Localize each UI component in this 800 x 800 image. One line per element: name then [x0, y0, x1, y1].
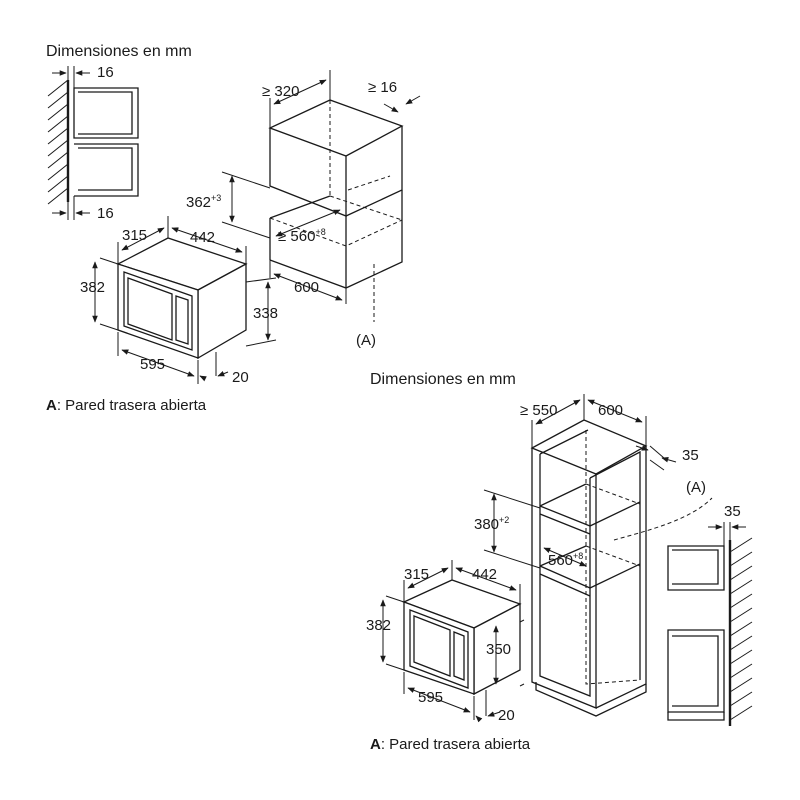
- tall-column-cabinet: [483, 394, 713, 717]
- microwave-top: [92, 216, 277, 384]
- bottom-mw-height-front: 382: [366, 617, 392, 634]
- top-wall-gap-bottom: 16: [97, 205, 114, 222]
- top-cabinet-width: 600: [294, 279, 320, 296]
- bottom-wall-gap: 35: [724, 503, 741, 520]
- top-mw-height-front: 382: [80, 279, 106, 296]
- bottom-mw-depth-outer: 315: [404, 566, 430, 583]
- wall-side-view-top: [47, 66, 139, 220]
- top-niche-height: 362+3: [186, 193, 222, 211]
- bottom-mw-body-height: 350: [486, 641, 512, 658]
- bottom-column-side: 35: [682, 447, 699, 464]
- bottom-mw-width: 595: [418, 689, 444, 706]
- top-niche-depth: ≥ 560+8: [278, 227, 326, 245]
- wall-hatch-top: [47, 79, 69, 205]
- bottom-column-depth: ≥ 550: [520, 402, 558, 419]
- top-label-a: (A): [356, 332, 376, 349]
- bottom-footnote: A: Pared trasera abierta: [370, 736, 531, 753]
- top-title: Dimensiones en mm: [46, 43, 192, 60]
- bottom-mw-offset: 20: [498, 707, 515, 724]
- upper-cabinet-niche: [221, 70, 421, 322]
- bottom-niche-depth: 560+8: [548, 551, 584, 569]
- top-mw-width: 595: [140, 356, 166, 373]
- bottom-column-width: 600: [598, 402, 624, 419]
- top-footnote: A: Pared trasera abierta: [46, 397, 207, 414]
- top-niche-side: ≥ 16: [368, 79, 398, 96]
- bottom-niche-height: 380+2: [474, 515, 510, 533]
- top-wall-gap-top: 16: [97, 64, 114, 81]
- top-mw-body-height: 338: [253, 305, 279, 322]
- top-mw-offset: 20: [232, 369, 249, 386]
- wall-hatch-bottom: [729, 537, 753, 721]
- top-mw-depth: 442: [190, 229, 216, 246]
- top-mw-depth-outer: 315: [122, 227, 148, 244]
- bottom-label-a: (A): [686, 479, 706, 496]
- bottom-title: Dimensiones en mm: [370, 371, 516, 388]
- wall-side-view-bottom: [667, 522, 753, 726]
- bottom-mw-depth: 442: [472, 566, 498, 583]
- top-niche-width: ≥ 320: [262, 83, 300, 100]
- microwave-bottom: [380, 560, 525, 723]
